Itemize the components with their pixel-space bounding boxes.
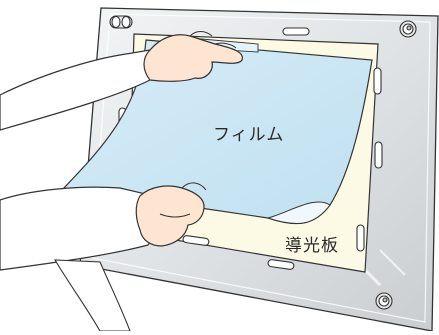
mounting-slot-icon [373,67,382,95]
mounting-slot-icon [267,259,295,270]
mounting-slot-icon [356,224,365,252]
screw-standoff-icon [109,15,133,29]
upper-hand [0,31,243,131]
film-sheet [60,37,373,225]
mounting-slot-icon [374,141,383,169]
lower-hand [0,182,207,332]
screw-standoff-icon [375,292,393,310]
screw-standoff-icon [399,20,417,38]
mounting-slot-icon [182,235,210,246]
film-label: フィルム [213,125,285,145]
mounting-slot-icon [282,27,310,36]
light-guide-plate-label: 導光板 [285,236,339,256]
